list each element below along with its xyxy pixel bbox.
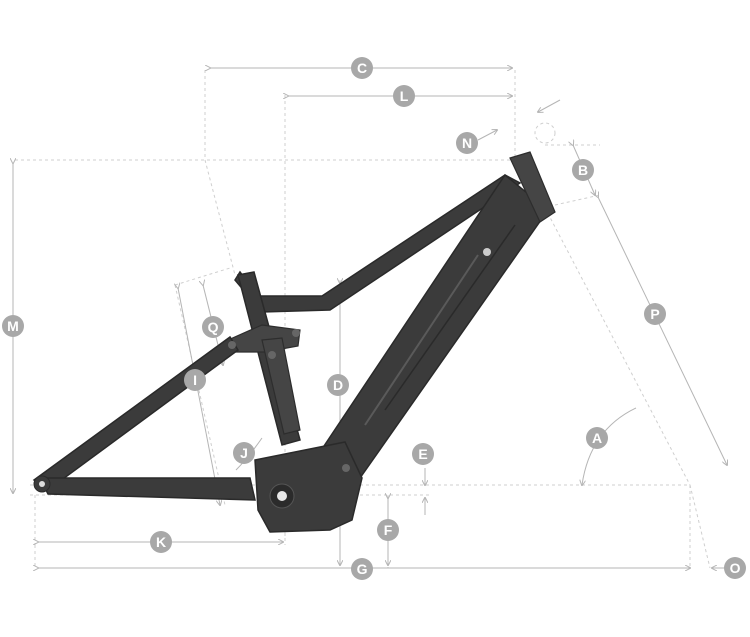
svg-text:G: G [357,561,368,577]
svg-text:B: B [578,162,588,178]
svg-text:C: C [357,60,367,76]
bike-frame [32,151,556,533]
svg-text:E: E [418,446,427,462]
badge-j: J [233,442,255,464]
badge-k: K [150,531,172,553]
badge-d: D [327,374,349,396]
svg-text:L: L [400,88,409,104]
svg-text:Q: Q [208,319,219,335]
dimension-badges: A B C D E F G I J K L M N O P Q [2,57,746,580]
svg-text:O: O [730,560,741,576]
svg-text:N: N [462,135,472,151]
badge-e: E [412,443,434,465]
svg-text:K: K [156,534,166,550]
badge-m: M [2,315,24,337]
svg-text:P: P [650,306,659,322]
badge-b: B [572,159,594,181]
badge-f: F [377,519,399,541]
badge-g: G [351,558,373,580]
svg-text:A: A [592,430,602,446]
svg-text:I: I [193,372,197,388]
badge-n: N [456,132,478,154]
badge-q: Q [202,316,224,338]
badge-l: L [393,85,415,107]
badge-a: A [586,427,608,449]
badge-i: I [184,369,206,391]
svg-text:J: J [240,445,248,461]
svg-text:M: M [7,318,19,334]
badge-c: C [351,57,373,79]
svg-text:F: F [384,522,393,538]
badge-o: O [724,557,746,579]
svg-text:D: D [333,377,343,393]
badge-p: P [644,303,666,325]
